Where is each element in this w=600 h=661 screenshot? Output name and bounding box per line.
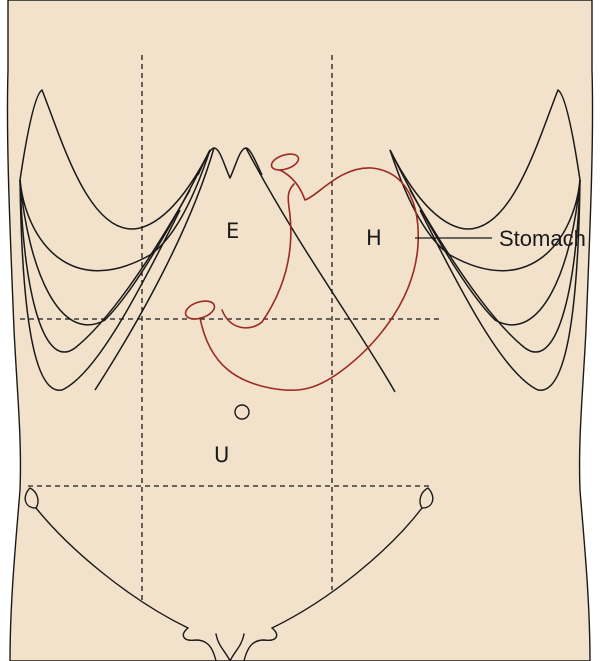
torso-silhouette [6,0,594,661]
rib-arch-right-4 [409,179,581,353]
rib-arch-left-4 [19,179,191,353]
rib-arch-left-5 [19,179,181,391]
rib-arch-right-1 [389,89,581,230]
esophagus-opening [270,153,300,171]
stomach-outline [199,167,420,392]
label-umbilical: U [214,443,229,467]
costal-margin-right [245,147,396,393]
rib-arch-left-1 [19,89,211,230]
umbilicus [234,404,250,420]
rib-arch-right-5 [419,179,581,391]
label-stomach: Stomach [499,226,586,251]
inguinal-line-right [271,507,423,629]
label-hypochondrium: H [366,226,382,250]
pubic-region [182,627,278,661]
rib-arch-right-2 [389,149,581,272]
xiphoid-process [197,147,263,179]
label-epigastric: E [226,219,239,243]
rib-arch-left-2 [19,149,211,272]
costal-margin-left [94,147,215,391]
pylorus-opening [184,300,216,320]
inguinal-line-left [35,507,189,629]
